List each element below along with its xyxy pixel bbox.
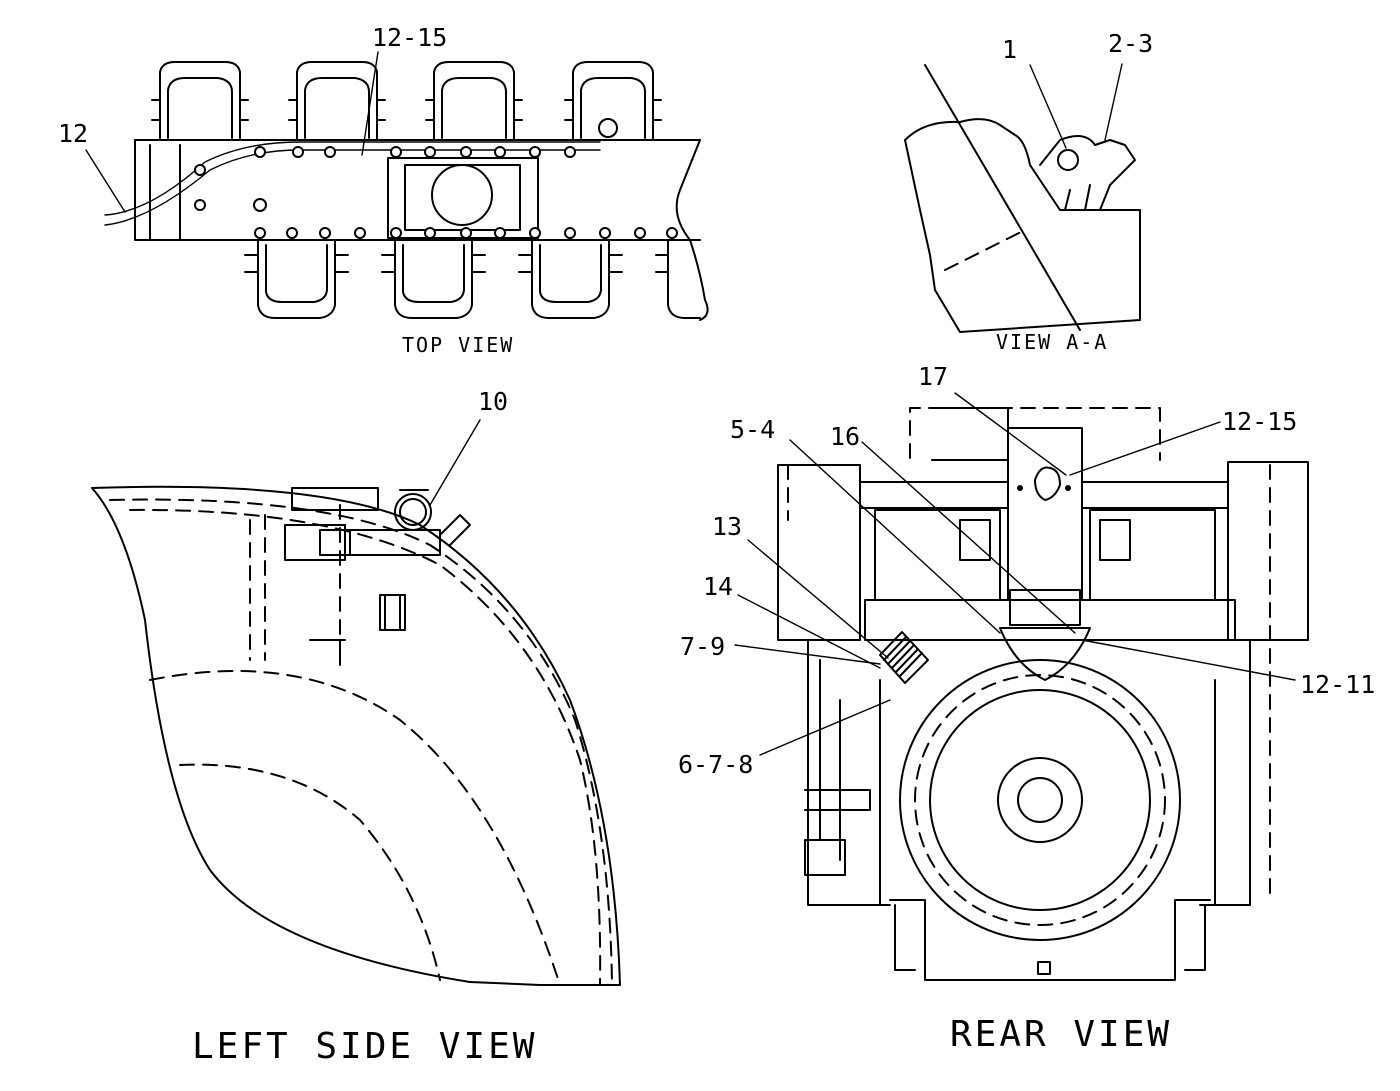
callout-10: 10 <box>478 387 508 416</box>
callout-14: 14 <box>703 572 733 601</box>
callout-12-15-top: 12-15 <box>372 23 447 52</box>
callout-2-3: 2-3 <box>1108 29 1153 58</box>
callout-6-7-8: 6-7-8 <box>678 750 753 779</box>
callout-12-15-rear: 12-15 <box>1222 407 1297 436</box>
callout-12-top: 12 <box>58 119 88 148</box>
view-aa: 1 2-3 VIEW A-A <box>904 29 1153 354</box>
top-view: 12 12-15 TOP VIEW <box>58 23 709 357</box>
view-aa-title: VIEW A-A <box>996 330 1108 354</box>
callout-5-4: 5-4 <box>730 415 775 444</box>
lower-cylinder-heads <box>244 239 701 319</box>
callout-7-9: 7-9 <box>680 632 725 661</box>
callout-13: 13 <box>712 512 742 541</box>
rear-view-title: REAR VIEW <box>950 1014 1172 1055</box>
left-side-view: 10 LEFT SIDE VIEW <box>91 387 621 1067</box>
top-view-title: TOP VIEW <box>402 333 514 357</box>
callout-17: 17 <box>918 362 948 391</box>
left-side-view-title: LEFT SIDE VIEW <box>192 1026 537 1067</box>
callout-16: 16 <box>830 422 860 451</box>
rear-view: 17 12-15 5-4 16 13 14 7-9 12-11 6-7-8 RE… <box>678 362 1375 1055</box>
callout-1: 1 <box>1002 35 1017 64</box>
callout-12-11: 12-11 <box>1300 670 1375 699</box>
manifold-bolts <box>194 146 678 239</box>
upper-cylinder-heads <box>151 61 662 141</box>
